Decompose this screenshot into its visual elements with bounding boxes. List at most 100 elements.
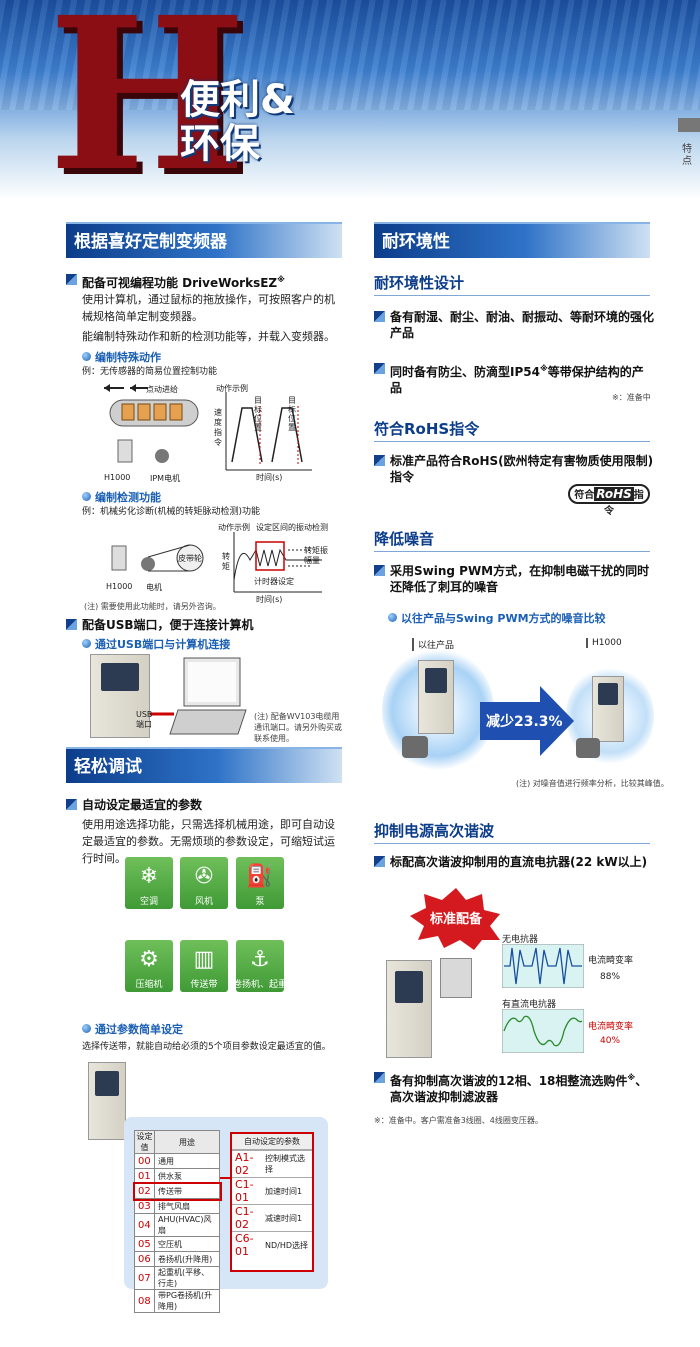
h1000-drive-device	[592, 676, 624, 742]
subtitle-rohs: 符合RoHS指令	[374, 420, 480, 438]
old-drive-screen	[425, 668, 447, 693]
rohs-logo-mark: RoHS	[594, 487, 634, 501]
subtitle-env-design: 耐环境性设计	[374, 274, 465, 292]
label-time-2: 时间(s)	[256, 595, 283, 604]
bullet-dc-reactor: 标配高次谐波抑制用的直流电抗器(22 kW以上)	[374, 854, 654, 870]
bullet-12-18-phase-tail: 、高次谐波抑制滤波器	[390, 1074, 648, 1104]
usage-col-usage: 用途	[154, 1130, 220, 1154]
usage-code: 08	[134, 1289, 155, 1313]
usb-connection-figure	[150, 657, 247, 735]
bullet-driveworks-text: 配备可视编程功能 DriveWorksEZ	[82, 276, 278, 290]
bullet-swing-pwm: 采用Swing PWM方式，在抑制电磁干扰的同时还降低了刺耳的噪音	[374, 563, 652, 595]
waveform-no-reactor	[502, 944, 584, 988]
label-torque-amplitude: 转矩振幅量	[304, 546, 328, 565]
subtitle-rule-1	[374, 295, 650, 296]
waveform-with-reactor	[502, 1009, 584, 1053]
bullet-driveworks: 配备可视编程功能 DriveWorksEZ※	[66, 272, 346, 291]
usage-table-head: 设定值 用途	[134, 1130, 220, 1154]
header-title-line2: 环保	[180, 121, 260, 167]
motor-illustration-2	[141, 557, 155, 571]
rohs-logo-prefix: 符合	[574, 490, 595, 501]
note-ip54: ※：准备中	[612, 393, 651, 402]
usage-code: 04	[134, 1213, 155, 1237]
usage-name: 通用	[154, 1153, 220, 1169]
reduction-arrow	[480, 686, 574, 756]
label-motion-example-2: 动作示例	[218, 523, 250, 532]
bullet-usb: 配备USB端口，便于连接计算机	[66, 617, 346, 633]
usage-name: 排气风扇	[154, 1198, 220, 1214]
param-name: 加速时间1	[262, 1177, 312, 1205]
label-speed-command: 速度指令	[214, 408, 222, 447]
old-motor	[402, 736, 428, 758]
bullet-ip54-tail: 等带保护结构的产品	[390, 365, 644, 395]
subpoint-easy-params: 通过参数简单设定	[82, 1021, 183, 1037]
reduction-value: 减少23.3%	[486, 714, 563, 730]
speed-profile	[225, 392, 312, 471]
usage-col-setting: 设定值	[134, 1130, 155, 1154]
usage-name: 传送带	[154, 1183, 220, 1199]
reduction-arrow-shape	[480, 686, 574, 756]
compressor-icon: ⚙	[139, 947, 159, 972]
bullet-ip54: 同时备有防尘、防滴型IP54※等带保护结构的产品	[374, 361, 654, 396]
bullet-12-18-phase-text: 备有抑制高次谐波的12相、18相整流选购件	[390, 1074, 628, 1088]
para-auto-params: 使用用途选择功能，只需选择机械用途，即可自动设定最适宜的参数。无需烦琐的参数设定…	[82, 818, 335, 865]
laptop-display	[188, 662, 236, 702]
crane-hook-icon: ⚓	[250, 947, 270, 972]
usage-code: 05	[134, 1236, 155, 1252]
header-background	[0, 0, 700, 110]
label-no-reactor: 无电抗器	[502, 935, 539, 945]
motor-illustration	[117, 439, 169, 463]
conveyor-icon: ▥	[193, 947, 215, 972]
section-title-durability: 耐环境性	[374, 222, 650, 258]
label-drive-1: H1000	[104, 473, 131, 482]
note-detection: (注) 需要使用此功能时，请另外咨询。	[84, 602, 221, 611]
subtitle-rule-4	[374, 843, 650, 844]
standard-badge-burst	[410, 888, 500, 950]
label-pulley: 皮带轮	[178, 554, 202, 563]
old-drive-device	[418, 660, 454, 734]
header-title-line1: 便利&	[180, 77, 295, 123]
standard-badge: 标准配备	[429, 912, 482, 927]
side-tab-marker	[678, 118, 700, 132]
drive-device-reactor	[386, 960, 432, 1058]
label-usb-port: USB端口	[136, 710, 153, 729]
drive-screen-reactor	[394, 970, 424, 1004]
label-drive-2: H1000	[106, 582, 133, 591]
usage-name: AHU(HVAC)风扇	[154, 1213, 220, 1237]
usage-name: 卷扬机(升降用)	[154, 1251, 220, 1267]
label-h1000: H1000	[586, 638, 622, 648]
label-target-2: 目标位置	[288, 396, 296, 432]
label-old-product: 以往产品	[412, 638, 454, 651]
label-point-feed: 点动进给	[146, 385, 178, 394]
para-easy-params: 选择传送带，就能自动给必须的5个项目参数设定最适宜的值。	[82, 1042, 331, 1052]
usage-code: 03	[134, 1198, 155, 1214]
subpoint-special-motion: 编制特殊动作	[82, 349, 161, 365]
example-special-motion: 例：无传感器的简易位置控制功能	[82, 367, 218, 377]
fan-icon: ✇	[194, 864, 214, 889]
param-code: C1-01	[232, 1177, 262, 1205]
bullet-auto-params: 自动设定最适宜的参数	[66, 797, 346, 813]
label-timer-setting: 计时器设定	[254, 577, 294, 586]
label-with-reactor: 有直流电抗器	[502, 1000, 557, 1010]
subtitle-rule-2	[374, 441, 650, 442]
side-label: 特点	[682, 144, 692, 167]
rohs-logo-suffix: 指令	[604, 490, 644, 517]
header-title: 便利& 环保	[180, 78, 295, 166]
bullet-12-18-phase: 备有抑制高次谐波的12相、18相整流选购件※、高次谐波抑制滤波器	[374, 1070, 652, 1105]
aircon-icon: ❄	[139, 864, 159, 889]
figure-torque-detection	[111, 532, 322, 593]
example-detection: 例：机械劣化诊断(机械的转矩脉动检测)功能	[82, 507, 261, 517]
tile-air-conditioner-label: 空调	[139, 897, 158, 907]
dc-reactor-illustration	[440, 958, 472, 998]
usage-name: 带PG卷扬机(升降用)	[154, 1289, 220, 1313]
drive-device-small	[88, 1062, 126, 1140]
subpoint-noise-compare: 以往产品与Swing PWM方式的噪音比较	[388, 610, 606, 626]
subpoint-detection: 编制检测功能	[82, 489, 161, 505]
new-motor	[576, 738, 600, 758]
label-target-1: 目标位置	[254, 396, 262, 432]
torque-graph	[233, 532, 322, 593]
